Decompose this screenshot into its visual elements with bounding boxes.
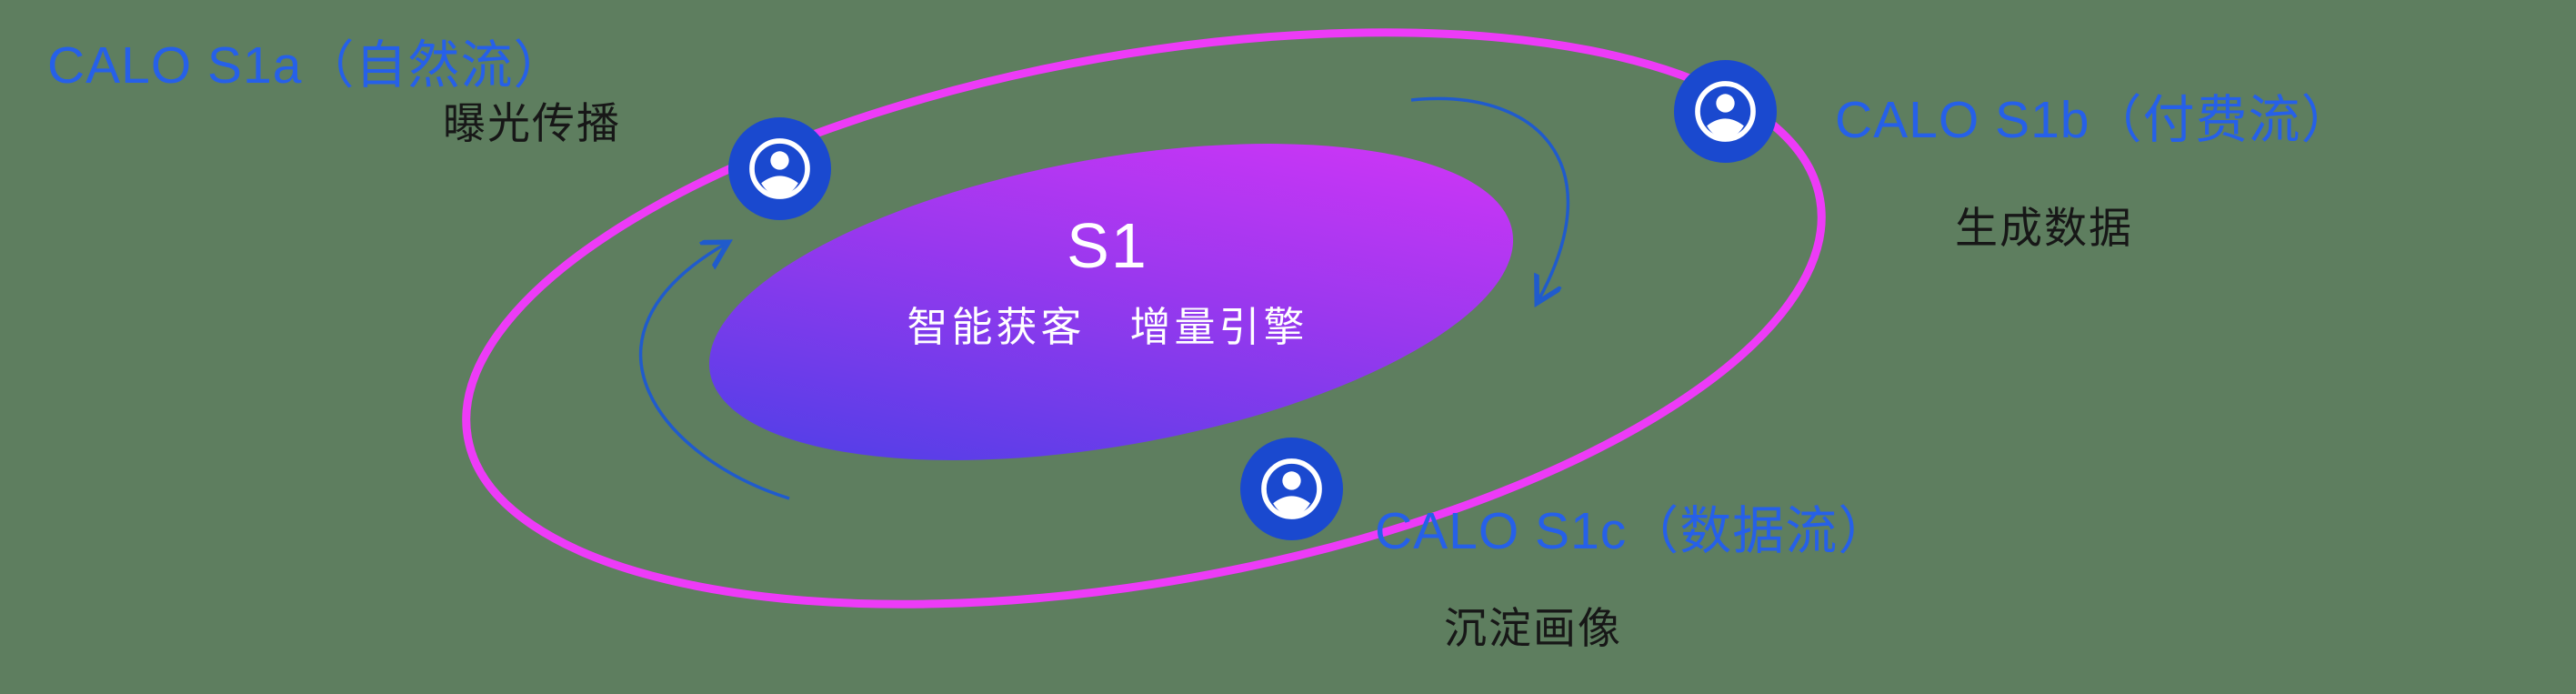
label-s1b-subtitle: 生成数据 — [1955, 204, 2133, 252]
label-s1a-title: CALO S1a（自然流） — [47, 36, 566, 95]
user-icon — [1240, 438, 1343, 540]
label-s1c-title: CALO S1c（数据流） — [1375, 502, 1891, 560]
flow-arrow-right — [1410, 96, 1570, 300]
user-icon — [1674, 60, 1777, 163]
label-s1a-subtitle: 曝光传播 — [443, 99, 621, 147]
core-ellipse — [708, 144, 1514, 460]
orbit-ellipse — [462, 28, 1826, 609]
label-s1c-subtitle: 沉淀画像 — [1444, 604, 1622, 652]
label-s1b-title: CALO S1b（付费流） — [1835, 91, 2354, 149]
user-icon — [728, 117, 831, 220]
core-title: S1 — [1067, 210, 1148, 281]
core-label: S1 智能获客 增量引擎 — [907, 211, 1308, 353]
core-subtitle: 智能获客 增量引擎 — [907, 304, 1308, 350]
flow-arrow-left — [639, 244, 790, 500]
